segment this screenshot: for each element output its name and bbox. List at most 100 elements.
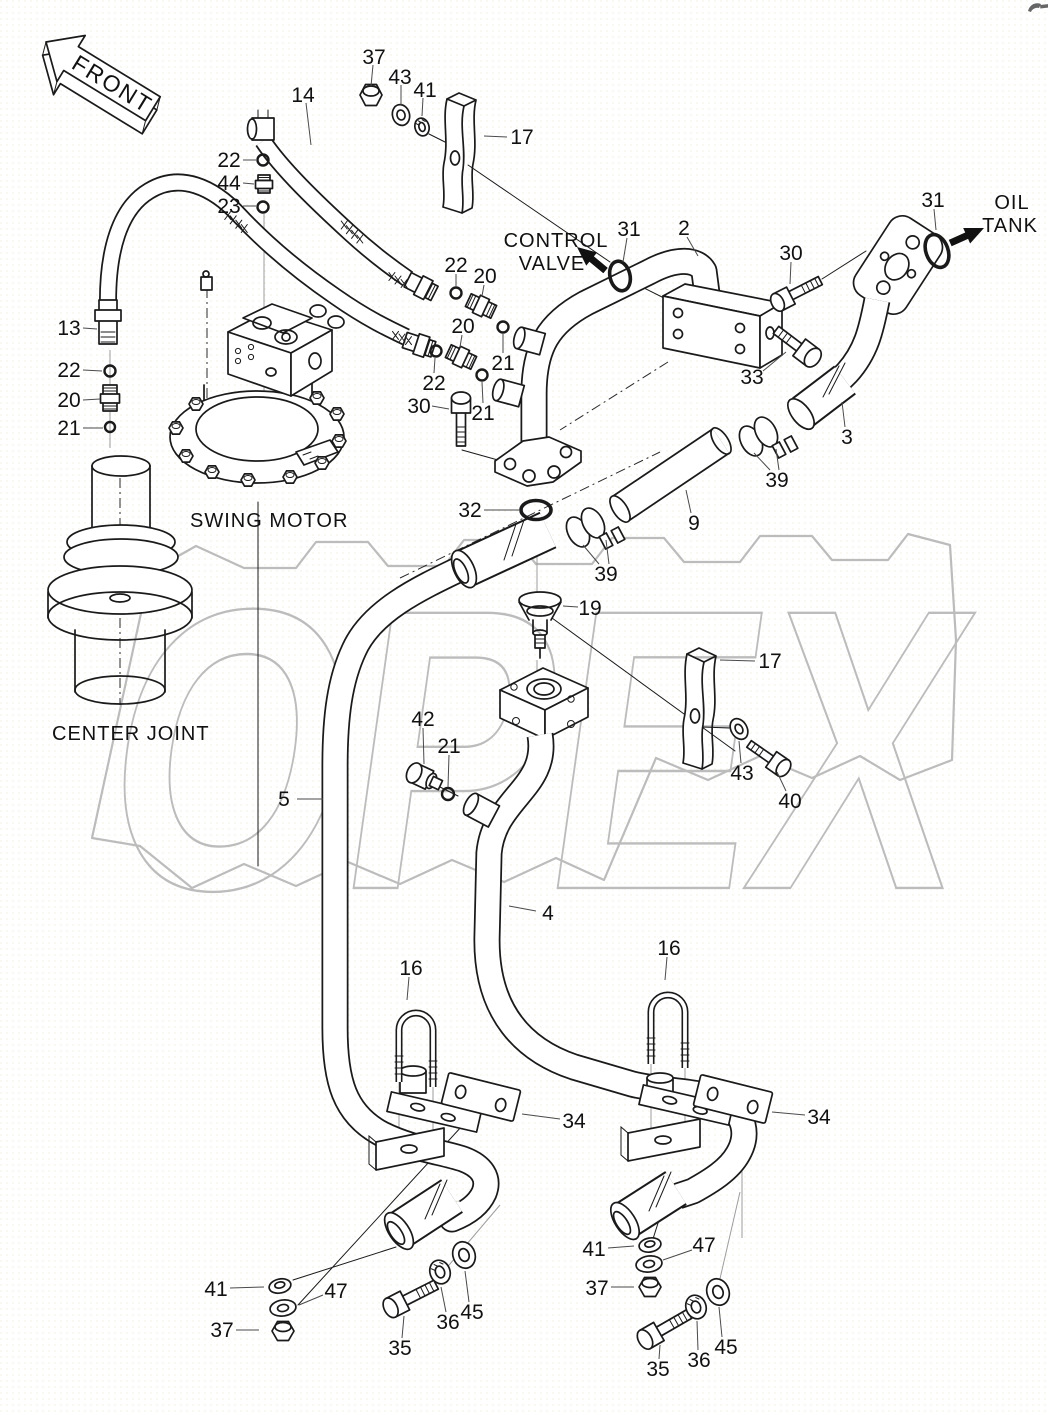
hose-14-elbow <box>246 109 275 141</box>
hose-9 <box>609 427 732 523</box>
leader-line <box>605 539 610 565</box>
pipe-2-port-stub <box>512 326 547 356</box>
leader-line <box>686 236 699 257</box>
plug-42 <box>405 762 444 791</box>
washer-45 <box>705 1277 731 1307</box>
leader-line <box>696 1320 699 1351</box>
callout-9: 9 <box>688 512 700 535</box>
callout-14: 14 <box>291 84 315 107</box>
swing-motor-label: SWING MOTOR <box>190 510 348 532</box>
leader-line <box>933 208 937 231</box>
flange-nut-face <box>171 423 181 429</box>
o-ring-22 <box>103 364 117 378</box>
callout-39: 39 <box>765 469 788 492</box>
callout-39: 39 <box>594 563 617 586</box>
leader-line <box>447 754 450 788</box>
o-ring-21 <box>475 368 489 382</box>
callout-22: 22 <box>217 149 240 172</box>
leader-line <box>431 405 450 410</box>
leader-line <box>789 261 792 285</box>
hose-14 <box>246 109 439 302</box>
callout-44: 44 <box>217 172 241 195</box>
callout-45: 45 <box>714 1336 737 1359</box>
leader-line <box>719 659 756 662</box>
leader-line <box>422 727 425 765</box>
pipe-3 <box>786 297 891 431</box>
leader-line <box>440 1286 447 1313</box>
air-bleed-valve-19 <box>518 591 562 659</box>
callout-17: 17 <box>758 650 781 673</box>
u-bolt-16-left <box>394 1009 438 1087</box>
callout-31: 31 <box>617 218 640 241</box>
leader-line <box>481 284 485 297</box>
o-ring-31 <box>607 259 633 293</box>
washer-41 <box>268 1277 292 1295</box>
callout-19: 19 <box>578 597 601 620</box>
callout-5: 5 <box>278 788 290 811</box>
leader-line <box>229 1286 265 1289</box>
callout-37: 37 <box>210 1319 233 1342</box>
bracket-17-lower <box>682 647 717 770</box>
flange-nut-face <box>243 475 253 481</box>
o-ring-22 <box>256 153 270 167</box>
flange-nut-face <box>191 399 201 405</box>
leader-line <box>483 135 508 138</box>
corner-mark <box>1028 3 1048 13</box>
callout-40: 40 <box>778 790 801 813</box>
leader-line <box>622 237 628 263</box>
leader-line <box>775 448 780 471</box>
pipe-4 <box>473 732 758 1209</box>
o-ring-21 <box>103 420 117 434</box>
channel-bracket <box>368 1118 701 1171</box>
callout-36: 36 <box>436 1311 459 1334</box>
callout-42: 42 <box>411 708 434 731</box>
o-ring-31 <box>923 232 951 270</box>
pipe-port-stub-42 <box>462 792 501 828</box>
callout-20: 20 <box>57 389 80 412</box>
hose-clamp-39 <box>565 507 626 550</box>
crosshatch-mark <box>340 220 364 244</box>
control-valve-flange <box>494 436 582 487</box>
area-labels: CONTROL VALVE OIL TANK SWING MOTOR CENTE… <box>52 192 1037 745</box>
leader-lines <box>82 64 937 1360</box>
leader-line <box>406 976 410 1001</box>
pipe-2-port-stub <box>491 378 526 408</box>
leader-line <box>459 334 463 348</box>
washer-36 <box>684 1294 708 1320</box>
callout-22: 22 <box>444 254 467 277</box>
mount-block <box>499 667 589 740</box>
callout-41: 41 <box>204 1278 227 1301</box>
callout-30: 30 <box>407 395 430 418</box>
leader-line <box>658 1344 661 1360</box>
callout-16: 16 <box>399 957 422 980</box>
flange-nut-face <box>332 409 342 415</box>
callout-17: 17 <box>510 126 533 149</box>
bolt-35 <box>636 1308 693 1351</box>
bolt-40 <box>745 739 792 778</box>
nut-37 <box>638 1276 662 1298</box>
washer-43 <box>729 717 749 741</box>
leader-line <box>771 1111 806 1116</box>
washer-47 <box>269 1299 297 1317</box>
bolt-35 <box>382 1279 440 1319</box>
fitting-20 <box>444 343 478 371</box>
pipe-2 <box>520 247 721 458</box>
callout-35: 35 <box>388 1337 411 1360</box>
leader-line <box>562 605 579 608</box>
crosshatch-mark <box>388 272 408 288</box>
fitting-20 <box>464 292 498 320</box>
leader-line <box>464 1270 470 1303</box>
callout-21: 21 <box>57 417 80 440</box>
washer-41 <box>413 117 431 137</box>
leader-line <box>718 1306 723 1338</box>
leader-line <box>776 771 787 792</box>
callout-20: 20 <box>451 315 474 338</box>
washer-45 <box>451 1240 477 1270</box>
washer-41 <box>638 1236 662 1254</box>
crosshatch-mark <box>224 211 248 233</box>
leader-line <box>582 544 600 565</box>
callout-3: 3 <box>841 426 853 449</box>
